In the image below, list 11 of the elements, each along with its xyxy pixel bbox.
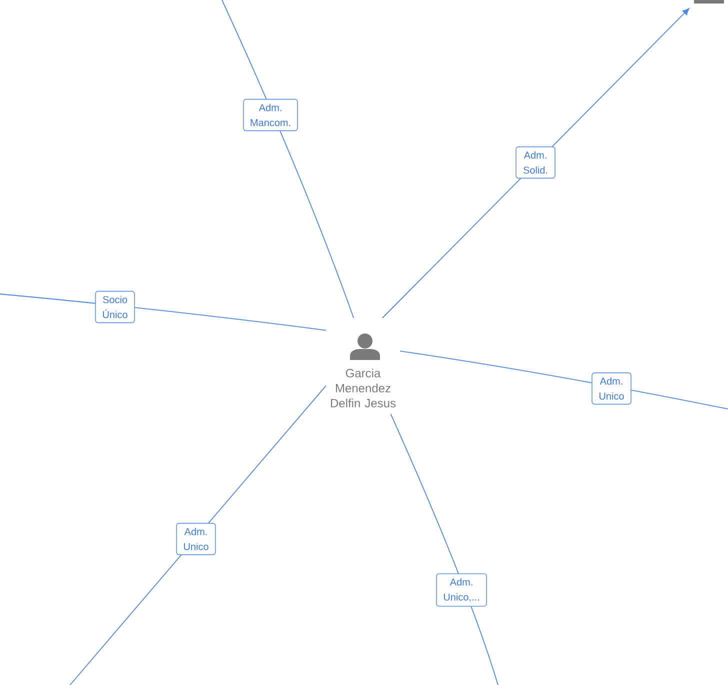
edge-label: Adm. Mancom. — [243, 98, 298, 132]
edge-label: Adm. Unico,... — [436, 573, 487, 607]
person-name: Garcia Menendez Delfin Jesus — [330, 368, 396, 408]
edge-label: Adm. Unico — [176, 522, 216, 556]
bar-shape — [694, 0, 724, 4]
edge-label: Socio Único — [95, 290, 135, 324]
edge-label: Adm. Unico — [592, 372, 632, 405]
edge-label: Adm. Solid. — [516, 146, 556, 179]
arrow — [382, 8, 690, 318]
connector-line — [222, 0, 354, 318]
connector-line — [70, 385, 326, 685]
